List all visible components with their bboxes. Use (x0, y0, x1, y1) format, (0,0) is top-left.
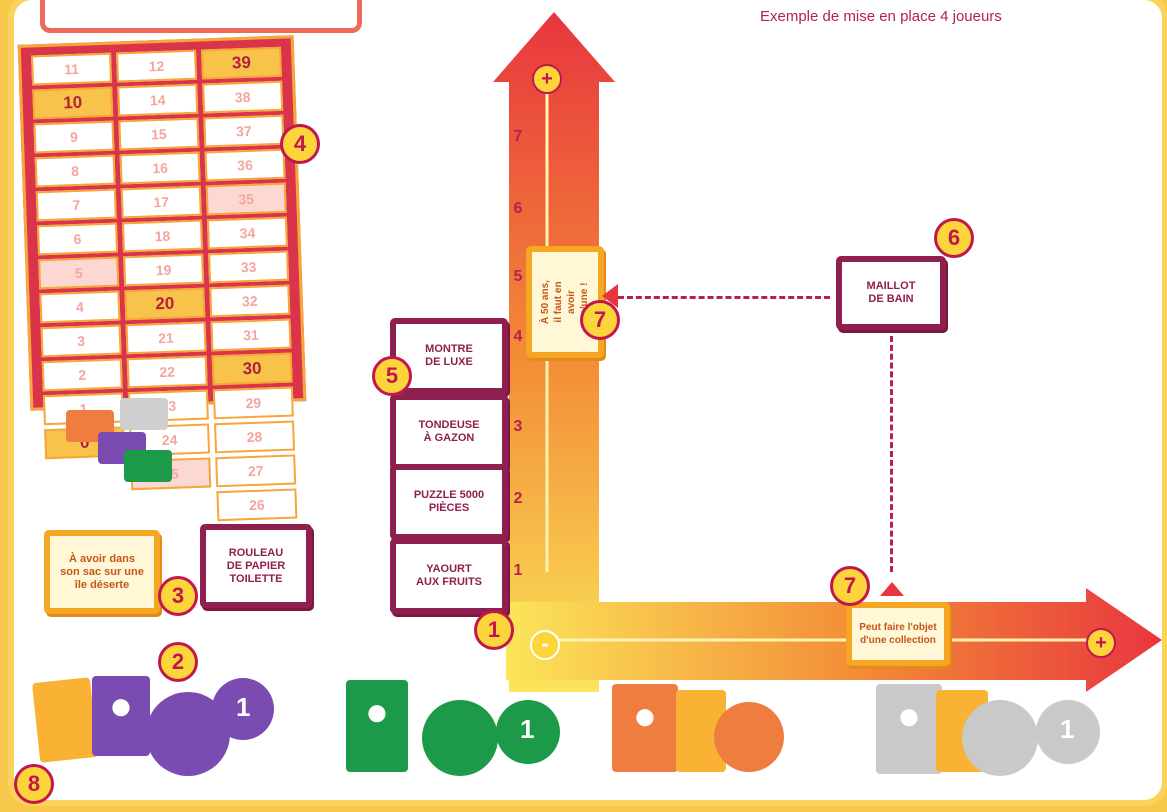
location-card-grey[interactable]: ● (876, 684, 942, 774)
track-slot-1: 1 (513, 562, 523, 579)
track-slot-2: 2 (513, 490, 523, 507)
score-cell: 28 (214, 420, 296, 454)
score-cell: 18 (121, 219, 203, 253)
pin-icon: ● (364, 690, 390, 734)
location-card-orange[interactable]: ● (612, 684, 678, 772)
card-maillot-de-bain[interactable]: MAILLOT DE BAIN (836, 256, 946, 330)
card-ile-deserte[interactable]: À avoir dans son sac sur une île déserte (44, 530, 160, 614)
score-cell: 37 (203, 114, 285, 148)
pin-icon: ● (632, 694, 658, 738)
marker-1: 1 (474, 610, 514, 650)
marker-3: 3 (158, 576, 198, 616)
score-cell: 16 (119, 151, 201, 185)
score-token-grey[interactable]: 1 (1036, 700, 1100, 764)
score-cell: 33 (208, 250, 290, 284)
location-card-green[interactable]: ● (346, 680, 408, 772)
grey-tile[interactable] (120, 398, 168, 430)
card-puzzle[interactable]: PUZZLE 5000 PIÈCES (390, 464, 508, 540)
score-cell: 10 (32, 86, 114, 120)
location-card-purple[interactable]: ● (92, 676, 150, 756)
pointer-triangle-left (602, 284, 618, 308)
score-cell: 22 (126, 355, 208, 389)
score-cell: 14 (117, 83, 199, 117)
score-cell: 17 (120, 185, 202, 219)
score-cell: 21 (125, 321, 207, 355)
score-cell: 29 (212, 386, 294, 420)
score-cell: 4 (39, 290, 121, 324)
plus-icon-right: + (1086, 628, 1116, 658)
marker-8: 8 (14, 764, 54, 804)
score-token-number: 1 (1060, 714, 1075, 744)
horizontal-track-arrow (506, 588, 1162, 692)
pointer-triangle-up (880, 582, 904, 596)
idea-card-purple[interactable] (31, 677, 99, 763)
score-cell: 31 (210, 318, 292, 352)
score-cell: 11 (31, 52, 113, 86)
score-token-number: 1 (520, 714, 535, 744)
score-cell: 20 (124, 287, 206, 321)
score-cell: 5 (38, 256, 120, 290)
marker-7-horizontal: 7 (830, 566, 870, 606)
score-cell: 12 (116, 49, 198, 83)
track-slot-7: 7 (513, 128, 523, 145)
location-token-orange[interactable] (714, 702, 784, 772)
score-cell: 8 (34, 154, 116, 188)
score-token-green[interactable]: 1 (496, 700, 560, 764)
track-slot-6: 6 (513, 200, 523, 217)
green-tile[interactable] (124, 450, 172, 482)
score-cell: 36 (204, 148, 286, 182)
card-rouleau[interactable]: ROULEAU DE PAPIER TOILETTE (200, 524, 312, 608)
score-cell: 9 (33, 120, 115, 154)
score-cell: 6 (37, 222, 119, 256)
score-cell: 39 (200, 46, 282, 80)
score-cell: 38 (202, 80, 284, 114)
score-token-purple[interactable]: 1 (212, 678, 274, 740)
score-cell: 27 (215, 454, 297, 488)
top-frame (40, 0, 362, 33)
location-token-grey[interactable] (962, 700, 1038, 776)
card-collection[interactable]: Peut faire l'objet d'une collection (846, 602, 950, 666)
card-montre-de-luxe[interactable]: MONTRE DE LUXE (390, 318, 508, 394)
score-cell: 30 (211, 352, 293, 386)
minus-icon: - (530, 630, 560, 660)
score-cell: 26 (216, 488, 298, 522)
setup-caption: Exemple de mise en place 4 joueurs (760, 8, 1002, 25)
score-cell: 32 (209, 284, 291, 318)
score-cell: 3 (40, 324, 122, 358)
dashed-guide-vertical (890, 336, 893, 572)
pin-icon: ● (108, 684, 134, 728)
marker-2: 2 (158, 642, 198, 682)
plus-icon-top: + (532, 64, 562, 94)
score-cell: 35 (205, 182, 287, 216)
score-cell: 2 (41, 358, 123, 392)
card-tondeuse[interactable]: TONDEUSE À GAZON (390, 394, 508, 470)
card-yaourt[interactable]: YAOURT AUX FRUITS (390, 538, 508, 614)
score-cell: 19 (123, 253, 205, 287)
track-slot-3: 3 (513, 418, 523, 435)
pin-icon: ● (896, 694, 922, 738)
score-cell: 7 (35, 188, 117, 222)
score-cell: 15 (118, 117, 200, 151)
score-cell: 34 (206, 216, 288, 250)
track-slot-4: 4 (513, 328, 523, 345)
location-token-green[interactable] (422, 700, 498, 776)
dashed-guide-horizontal (618, 296, 830, 299)
track-slot-5: 5 (513, 268, 523, 285)
marker-6: 6 (934, 218, 974, 258)
marker-4: 4 (280, 124, 320, 164)
marker-7-vertical: 7 (580, 300, 620, 340)
marker-5: 5 (372, 356, 412, 396)
score-token-number: 1 (236, 692, 251, 722)
